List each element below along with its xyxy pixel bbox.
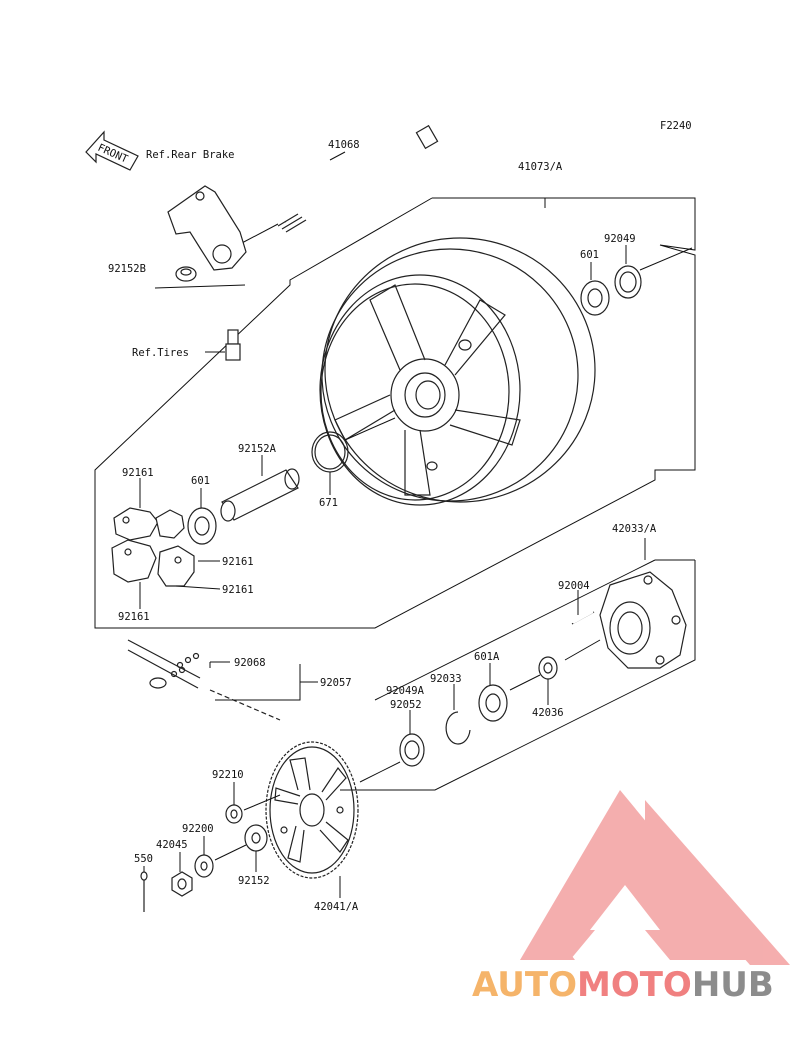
part-92210: 92210 [212, 769, 244, 781]
collar-92152b [175, 266, 197, 282]
part-550: 550 [134, 853, 153, 865]
wheel-part [319, 237, 596, 506]
bearing-601-mid [187, 507, 217, 545]
part-41068: 41068 [328, 139, 360, 151]
ref-tires: Ref.Tires [132, 347, 189, 359]
nut-42045 [171, 871, 193, 897]
part-92049a: 92049A [386, 685, 425, 697]
rear-sprocket-part [265, 741, 359, 879]
part-42045: 42045 [156, 839, 188, 851]
part-92152: 92152 [238, 875, 270, 887]
part-92049: 92049 [604, 233, 636, 245]
tire-valve-part [225, 329, 241, 361]
part-92152b: 92152B [108, 263, 146, 275]
part-92161-a: 92161 [122, 467, 154, 479]
watermark-logo [520, 790, 790, 965]
circlip-92033 [445, 711, 471, 745]
damper-rubbers [111, 507, 195, 587]
part-92161-d: 92161 [118, 611, 150, 623]
part-601-mid: 601 [191, 475, 210, 487]
part-92033: 92033 [430, 673, 462, 685]
part-42033a: 42033/A [612, 523, 657, 535]
part-92004: 92004 [558, 580, 590, 592]
ref-rear-brake: Ref.Rear Brake [146, 149, 235, 161]
part-92161-c: 92161 [222, 584, 254, 596]
front-arrow-icon: FRONT [85, 130, 139, 171]
part-42041a: 42041/A [314, 901, 359, 913]
part-92052: 92052 [390, 699, 422, 711]
watermark-hub: HUB [692, 965, 774, 1005]
bearing-601-top [580, 280, 610, 316]
nut-92210 [225, 804, 243, 824]
part-42036: 42036 [532, 707, 564, 719]
drive-chain-part [127, 639, 281, 721]
axle-part [239, 124, 439, 245]
part-41073a: 41073/A [518, 161, 563, 173]
bearing-601a [478, 684, 508, 722]
part-92057: 92057 [320, 677, 352, 689]
stud-92004 [571, 611, 595, 625]
watermark-auto: AUTO [472, 965, 577, 1005]
part-671: 671 [319, 497, 338, 509]
seal-92049 [614, 265, 642, 299]
part-601-top: 601 [580, 249, 599, 261]
seal-92049a [399, 733, 425, 767]
watermark-text: AUTOMOTOHUB [472, 965, 774, 1005]
collar-92152a [220, 468, 300, 522]
part-92200: 92200 [182, 823, 214, 835]
watermark-moto: MOTO [577, 965, 692, 1005]
part-601a: 601A [474, 651, 500, 663]
part-92068: 92068 [234, 657, 266, 669]
collar-42036 [538, 656, 558, 680]
collar-92152 [244, 824, 268, 852]
cotter-pin-550 [140, 871, 148, 912]
figure-code: F2240 [660, 120, 692, 132]
washer-92200 [194, 854, 214, 878]
part-92152a: 92152A [238, 443, 277, 455]
part-92161-b: 92161 [222, 556, 254, 568]
brake-bracket-part [167, 185, 247, 271]
sprocket-hub-part [599, 571, 687, 669]
